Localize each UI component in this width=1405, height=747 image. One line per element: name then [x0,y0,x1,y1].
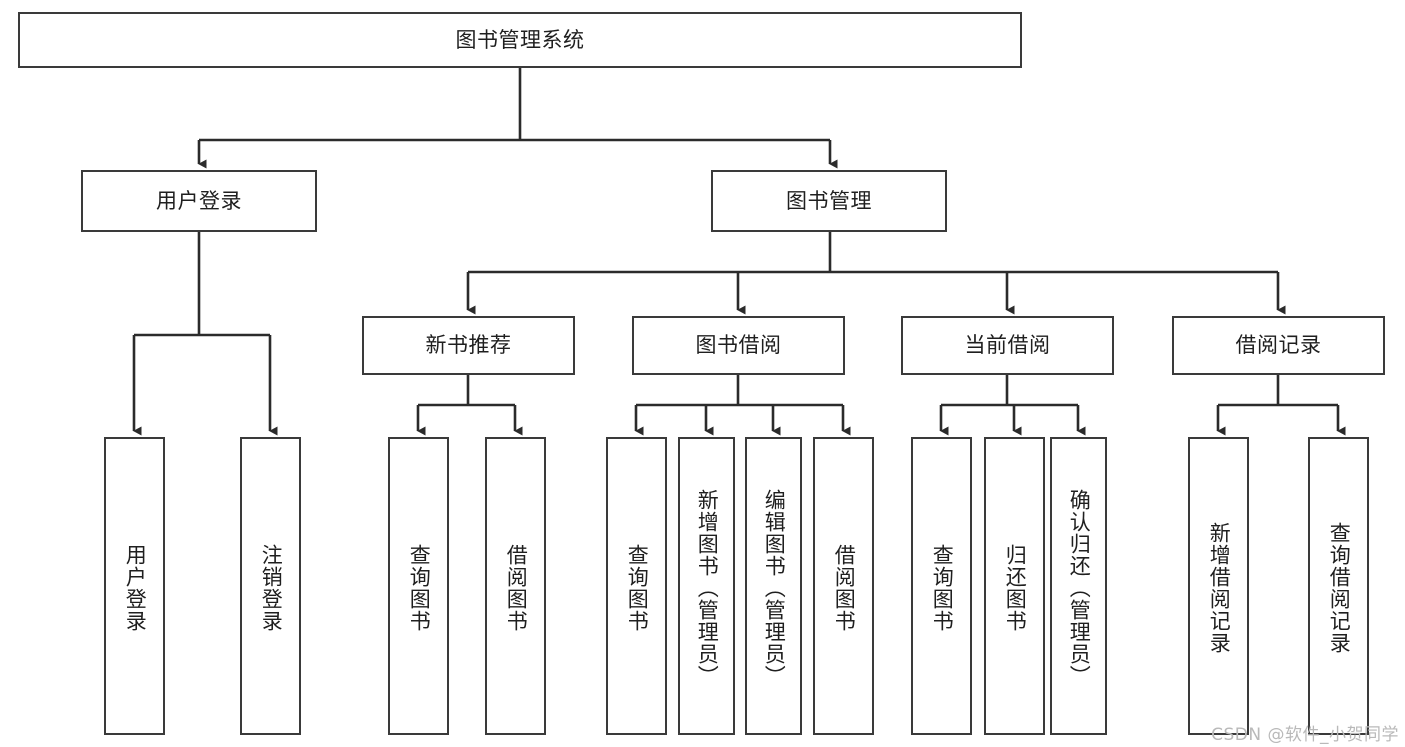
leaf-edit-book-admin[interactable]: 编辑图书（管理员） [745,437,802,735]
leaf-query-book-borrow-label: 查询图书 [625,544,650,632]
leaf-add-book-admin[interactable]: 新增图书（管理员） [678,437,735,735]
leaf-query-book-rec-label: 查询图书 [407,544,432,632]
leaf-borrow-book-rec[interactable]: 借阅图书 [485,437,546,735]
node-book-borrow-label: 图书借阅 [695,333,782,358]
node-root[interactable]: 图书管理系统 [18,12,1022,68]
node-borrow-records-label: 借阅记录 [1235,333,1322,358]
node-root-label: 图书管理系统 [455,27,585,52]
leaf-user-login[interactable]: 用户登录 [104,437,165,735]
leaf-borrow-book[interactable]: 借阅图书 [813,437,874,735]
leaf-user-login-label: 用户登录 [123,544,148,632]
node-borrow-records[interactable]: 借阅记录 [1172,316,1385,375]
leaf-edit-book-admin-label: 编辑图书（管理员） [762,489,787,687]
leaf-logout[interactable]: 注销登录 [240,437,301,735]
leaf-add-borrow-record[interactable]: 新增借阅记录 [1188,437,1249,735]
leaf-borrow-book-rec-label: 借阅图书 [504,544,529,632]
leaf-query-book-current[interactable]: 查询图书 [911,437,972,735]
leaf-return-book[interactable]: 归还图书 [984,437,1045,735]
node-book-management-label: 图书管理 [786,188,872,213]
leaf-query-book-current-label: 查询图书 [930,544,955,632]
node-user-login-label: 用户登录 [156,188,242,213]
leaf-return-book-label: 归还图书 [1003,544,1028,632]
leaf-query-book-borrow[interactable]: 查询图书 [606,437,667,735]
node-current-borrow[interactable]: 当前借阅 [901,316,1114,375]
leaf-logout-label: 注销登录 [259,544,284,632]
leaf-add-book-admin-label: 新增图书（管理员） [695,489,720,687]
watermark: CSDN @软件_小贺同学 [1211,725,1399,745]
node-new-book-recommendation[interactable]: 新书推荐 [362,316,575,375]
leaf-query-borrow-record-label: 查询借阅记录 [1327,522,1352,654]
leaf-borrow-book-label: 借阅图书 [832,544,857,632]
node-user-login[interactable]: 用户登录 [81,170,317,232]
node-book-management[interactable]: 图书管理 [711,170,947,232]
leaf-query-borrow-record[interactable]: 查询借阅记录 [1308,437,1369,735]
leaf-query-book-rec[interactable]: 查询图书 [388,437,449,735]
node-book-borrow[interactable]: 图书借阅 [632,316,845,375]
node-new-book-recommendation-label: 新书推荐 [425,333,512,358]
leaf-confirm-return-admin-label: 确认归还（管理员） [1067,489,1092,687]
leaf-add-borrow-record-label: 新增借阅记录 [1207,522,1232,654]
leaf-confirm-return-admin[interactable]: 确认归还（管理员） [1050,437,1107,735]
node-current-borrow-label: 当前借阅 [964,333,1051,358]
